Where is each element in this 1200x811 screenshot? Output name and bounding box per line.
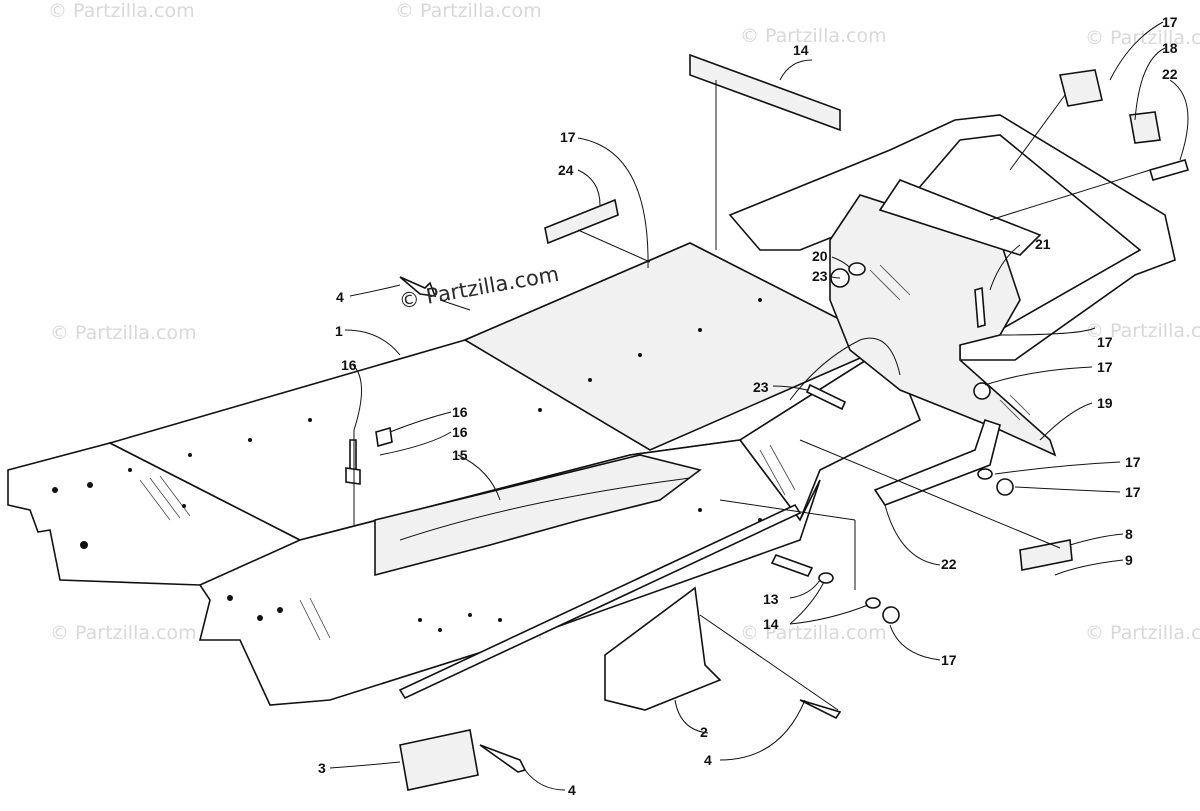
callout-1: 1 bbox=[335, 323, 343, 339]
callout-13: 17 bbox=[1162, 14, 1178, 30]
watermark: © Partzilla.com bbox=[740, 622, 887, 644]
clip bbox=[375, 426, 393, 448]
watermark: © Partzilla.com bbox=[1085, 622, 1200, 644]
callout-17: 23 bbox=[812, 268, 828, 284]
reflector bbox=[1019, 539, 1073, 571]
leader-lines bbox=[329, 21, 1189, 791]
rivet bbox=[399, 276, 437, 297]
callout-15: 13 bbox=[763, 591, 779, 607]
callout-5: 14 bbox=[793, 42, 809, 58]
watermark: © Partzilla.com bbox=[1085, 320, 1200, 342]
callout-17: 17 bbox=[1097, 359, 1113, 375]
callout-2: 2 bbox=[700, 724, 708, 740]
callout-4: 4 bbox=[704, 752, 712, 768]
callout-8: 16 bbox=[341, 357, 357, 373]
callout-17: 17 bbox=[1125, 484, 1141, 500]
callout-17: 17 bbox=[941, 652, 957, 668]
callout-6: 15 bbox=[452, 447, 468, 463]
rivet bbox=[799, 699, 842, 720]
callout-19: 22 bbox=[1162, 66, 1178, 82]
clip bbox=[345, 467, 361, 485]
callout-12: 17 bbox=[560, 129, 576, 145]
callout-20: 19 bbox=[1097, 395, 1113, 411]
watermark: © Partzilla.com bbox=[740, 25, 887, 47]
callout-21: 17 bbox=[1097, 334, 1113, 350]
callout-10: 8 bbox=[1125, 526, 1133, 542]
callout-3: 3 bbox=[318, 760, 326, 776]
bolt bbox=[974, 286, 986, 329]
bracket bbox=[604, 586, 722, 711]
callout-18: 21 bbox=[1035, 236, 1051, 252]
rivet bbox=[479, 744, 527, 773]
callout-24: 24 bbox=[558, 162, 574, 178]
callout-11: 9 bbox=[1125, 552, 1133, 568]
watermark: © Partzilla.com bbox=[395, 0, 542, 22]
reflector-pad bbox=[1129, 111, 1161, 144]
callout-14: 18 bbox=[1162, 40, 1178, 56]
trim-strip bbox=[689, 53, 841, 132]
callout-23: 23 bbox=[753, 379, 769, 395]
watermark: © Partzilla.com bbox=[1085, 27, 1200, 49]
callout-7: 16 bbox=[452, 424, 468, 440]
bolt bbox=[805, 383, 847, 411]
callout-16: 14 bbox=[763, 616, 779, 632]
decal bbox=[544, 198, 619, 245]
watermark: © Partzilla.com bbox=[50, 622, 197, 644]
rear-bumper-rack bbox=[728, 114, 1176, 457]
reflector-pad bbox=[1059, 69, 1103, 107]
watermark: © Partzilla.com bbox=[48, 0, 195, 22]
watermark: © Partzilla.com bbox=[50, 322, 197, 344]
mounting-plate bbox=[399, 729, 479, 791]
bolt bbox=[1149, 159, 1189, 181]
bolt bbox=[770, 554, 814, 577]
rivet bbox=[349, 439, 357, 471]
callout-9: 16 bbox=[452, 404, 468, 420]
callout-22: 22 bbox=[941, 556, 957, 572]
callout-4: 4 bbox=[336, 289, 344, 305]
callout-16: 17 bbox=[1125, 454, 1141, 470]
tunnel-assembly bbox=[7, 242, 922, 706]
callout-4: 4 bbox=[568, 782, 576, 798]
callout-labels: 4 1 16 16 16 15 17 24 14 17 18 22 20 23 … bbox=[318, 14, 1178, 798]
callout-16: 20 bbox=[812, 248, 828, 264]
